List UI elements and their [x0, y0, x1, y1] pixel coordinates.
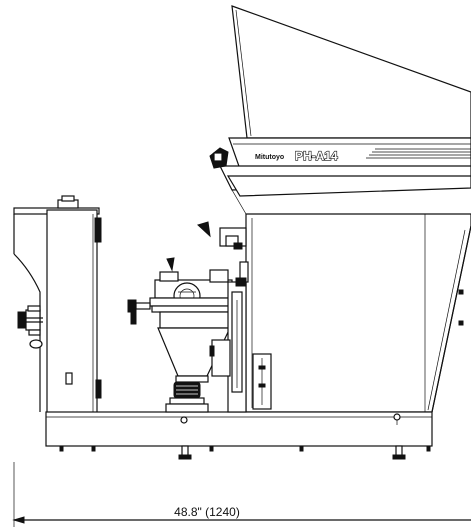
illuminator-housing	[165, 381, 209, 413]
leveling-foot-right	[392, 445, 406, 460]
stage-pointer	[166, 257, 175, 272]
focus-hand-wheel	[17, 305, 43, 349]
hood-hinge-bracket	[209, 147, 229, 169]
model-label: PH-A14	[295, 149, 338, 163]
optical-head	[197, 221, 247, 250]
vertical-slide	[209, 261, 249, 413]
column-top-knob	[57, 195, 79, 209]
overall-width-label: 48.8" (1240)	[174, 505, 240, 519]
head-pointer	[197, 221, 211, 238]
leveling-foot-left	[178, 445, 192, 460]
column-switch	[65, 372, 73, 385]
main-cabinet	[245, 213, 471, 413]
screen-housing: Mitutoyo PH-A14	[219, 137, 471, 215]
scale-plate	[252, 353, 272, 410]
model-plate-stripes	[366, 148, 471, 159]
overall-width-dimension: 48.8" (1240)	[12, 462, 471, 527]
left-column	[13, 195, 102, 414]
base-platform	[45, 411, 433, 460]
projection-hood	[231, 5, 471, 139]
stage-feed-knob	[127, 299, 151, 325]
brand-label: Mitutoyo	[255, 154, 284, 161]
stage-assembly	[127, 257, 237, 413]
